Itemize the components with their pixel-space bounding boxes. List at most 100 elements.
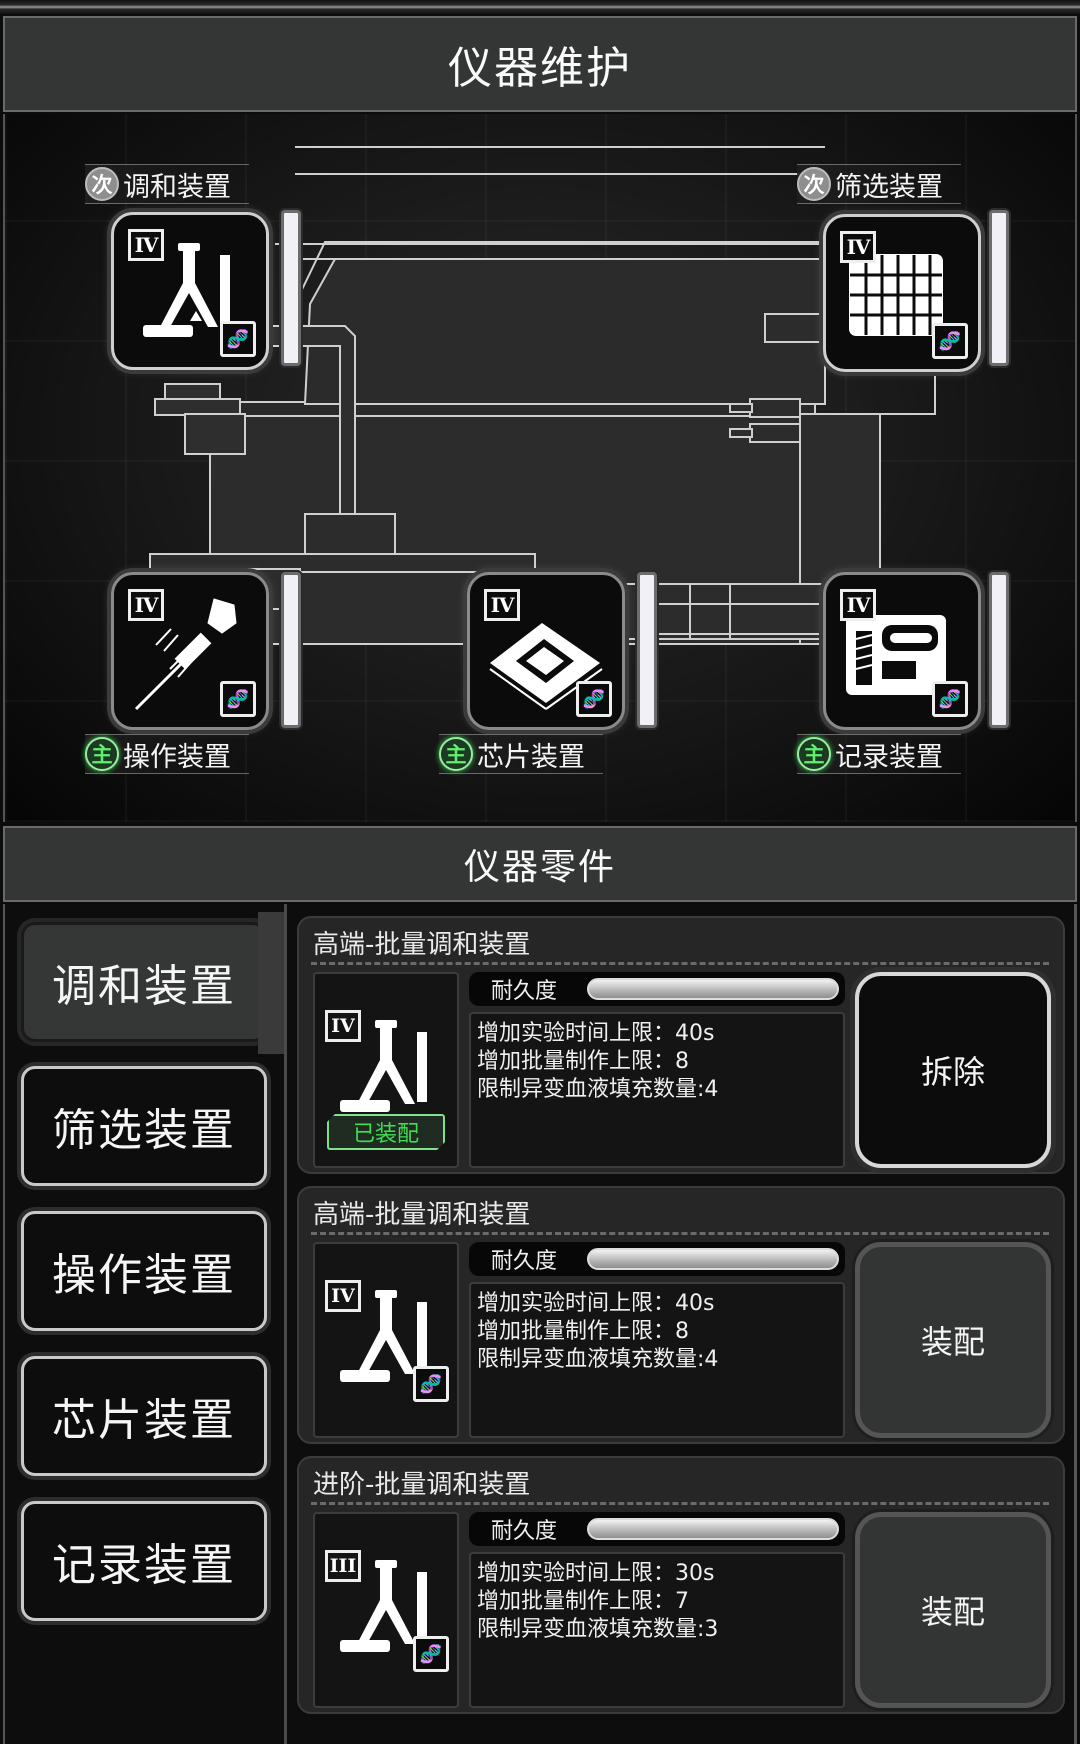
parts-header: 仪器零件 <box>3 826 1077 902</box>
page-header: 仪器维护 <box>3 16 1077 112</box>
secondary-badge: 次 <box>797 167 831 201</box>
part-stats: 增加实验时间上限：30s 增加批量制作上限：7 限制异变血液填充数量:3 <box>469 1552 845 1708</box>
part-thumbnail: IV 已装配 <box>313 972 459 1168</box>
stat-line: 增加实验时间上限：30s <box>477 1561 715 1586</box>
part-name: 高端-批量调和装置 <box>313 930 531 960</box>
device-icon-box[interactable]: IV 🧬 <box>111 212 269 370</box>
main-badge: 主 <box>439 737 473 771</box>
main-badge: 主 <box>85 737 119 771</box>
durability-row: 耐久度 <box>469 1242 845 1276</box>
durability-bar <box>587 978 839 1000</box>
main-badge: 主 <box>797 737 831 771</box>
device-gauge <box>281 572 301 728</box>
parts-list-panel[interactable]: 高端-批量调和装置 IV 已装配 耐久度 增加实验时间上限：40s 增加批量制作… <box>284 904 1077 1744</box>
device-label: 次 筛选装置 <box>797 164 961 204</box>
device-name: 操作装置 <box>123 741 231 773</box>
tab-filter-device[interactable]: 筛选装置 <box>21 1066 267 1186</box>
tier-badge: IV <box>325 1010 361 1042</box>
tab-chip-device[interactable]: 芯片装置 <box>21 1356 267 1476</box>
part-name: 进阶-批量调和装置 <box>313 1470 531 1500</box>
tab-record-device[interactable]: 记录装置 <box>21 1501 267 1621</box>
durability-row: 耐久度 <box>469 1512 845 1546</box>
durability-label: 耐久度 <box>490 1519 557 1544</box>
dna-icon: 🧬 <box>576 681 612 717</box>
part-card: 高端-批量调和装置 IV 🧬 耐久度 增加实验时间上限：40s 增加批量制作上限… <box>297 1186 1065 1444</box>
device-icon-box[interactable]: IV 🧬 <box>467 572 625 730</box>
stat-line: 限制异变血液填充数量:4 <box>477 1077 719 1102</box>
device-category-sidebar: 调和装置 筛选装置 操作装置 芯片装置 记录装置 <box>3 904 283 1744</box>
device-gauge <box>989 210 1009 366</box>
stat-line: 增加批量制作上限：7 <box>477 1589 689 1614</box>
stat-line: 限制异变血液填充数量:3 <box>477 1617 719 1642</box>
tier-badge: IV <box>128 229 164 261</box>
device-label: 次 调和装置 <box>85 164 249 204</box>
stat-line: 增加实验时间上限：40s <box>477 1291 715 1316</box>
dna-icon: 🧬 <box>220 681 256 717</box>
divider <box>311 1502 1049 1505</box>
tier-badge: IV <box>840 231 876 263</box>
active-tab-connector <box>258 912 286 1054</box>
remove-button[interactable]: 拆除 <box>855 972 1051 1168</box>
tab-blend-device[interactable]: 调和装置 <box>21 922 267 1042</box>
parts-title: 仪器零件 <box>463 847 616 888</box>
top-decorative-strip <box>0 0 1080 14</box>
part-thumbnail: IV 🧬 <box>313 1242 459 1438</box>
tier-badge: IV <box>325 1280 361 1312</box>
dna-icon: 🧬 <box>413 1366 449 1402</box>
chip-icon <box>489 623 603 710</box>
device-label: 主 操作装置 <box>85 734 249 774</box>
flask-icon <box>340 1560 427 1652</box>
stat-line: 增加批量制作上限：8 <box>477 1319 689 1344</box>
grid-filter-icon <box>849 254 943 336</box>
durability-bar <box>587 1518 839 1540</box>
recorder-icon <box>846 615 946 695</box>
device-name: 芯片装置 <box>477 741 585 773</box>
dna-icon: 🧬 <box>220 321 256 357</box>
part-stats: 增加实验时间上限：40s 增加批量制作上限：8 限制异变血液填充数量:4 <box>469 1012 845 1168</box>
durability-label: 耐久度 <box>490 979 557 1004</box>
dna-icon: 🧬 <box>932 323 968 359</box>
part-card: 进阶-批量调和装置 III 🧬 耐久度 增加实验时间上限：30s 增加批量制作上… <box>297 1456 1065 1714</box>
part-name: 高端-批量调和装置 <box>313 1200 531 1230</box>
machine-schematic: 次 调和装置 IV 🧬 次 筛选装置 <box>3 114 1077 822</box>
divider <box>311 1232 1049 1235</box>
part-stats: 增加实验时间上限：40s 增加批量制作上限：8 限制异变血液填充数量:4 <box>469 1282 845 1438</box>
equip-button[interactable]: 装配 <box>855 1242 1051 1438</box>
tier-badge: IV <box>840 589 876 621</box>
dna-icon: 🧬 <box>932 681 968 717</box>
device-name: 筛选装置 <box>835 171 943 203</box>
equip-button[interactable]: 装配 <box>855 1512 1051 1708</box>
dna-icon: 🧬 <box>413 1636 449 1672</box>
tier-badge: IV <box>128 589 164 621</box>
page-title: 仪器维护 <box>448 43 632 94</box>
tier-badge: IV <box>484 589 520 621</box>
stat-line: 限制异变血液填充数量:4 <box>477 1347 719 1372</box>
equipped-status-badge: 已装配 <box>327 1114 445 1150</box>
secondary-badge: 次 <box>85 167 119 201</box>
device-name: 记录装置 <box>835 741 943 773</box>
flask-icon <box>340 1290 427 1382</box>
device-label: 主 记录装置 <box>797 734 961 774</box>
device-name: 调和装置 <box>123 171 231 203</box>
device-label: 主 芯片装置 <box>439 734 603 774</box>
durability-row: 耐久度 <box>469 972 845 1006</box>
device-gauge <box>637 572 657 728</box>
device-gauge <box>989 572 1009 728</box>
device-gauge <box>281 210 301 366</box>
stat-line: 增加实验时间上限：40s <box>477 1021 715 1046</box>
durability-bar <box>587 1248 839 1270</box>
stat-line: 增加批量制作上限：8 <box>477 1049 689 1074</box>
durability-label: 耐久度 <box>490 1249 557 1274</box>
part-card: 高端-批量调和装置 IV 已装配 耐久度 增加实验时间上限：40s 增加批量制作… <box>297 916 1065 1174</box>
tab-operate-device[interactable]: 操作装置 <box>21 1211 267 1331</box>
part-thumbnail: III 🧬 <box>313 1512 459 1708</box>
flask-icon <box>340 1020 427 1112</box>
machine-outline-graphic <box>144 146 936 645</box>
tier-badge: III <box>325 1550 361 1582</box>
device-icon-box[interactable]: IV 🧬 <box>823 214 981 372</box>
device-icon-box[interactable]: IV 🧬 <box>823 572 981 730</box>
probe-wand-icon <box>134 598 237 711</box>
divider <box>311 962 1049 965</box>
device-icon-box[interactable]: IV 🧬 <box>111 572 269 730</box>
flask-icon <box>143 243 230 337</box>
